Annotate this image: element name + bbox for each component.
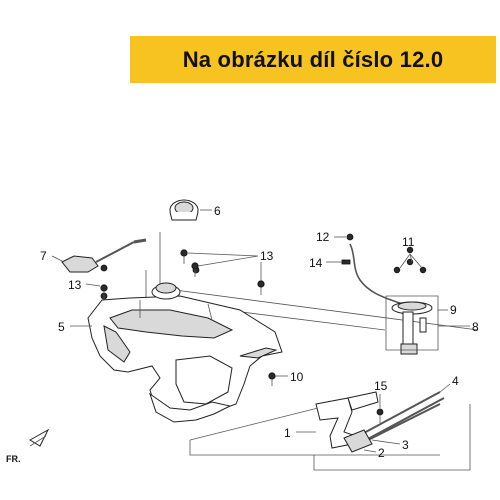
fuel-tank	[87, 266, 283, 423]
callout-7: 7	[40, 249, 47, 263]
bracket	[315, 391, 379, 449]
callout-1: 1	[284, 426, 291, 440]
callout-5: 5	[58, 320, 65, 334]
bolts-13	[100, 249, 265, 299]
callout-6: 6	[214, 204, 221, 218]
fuel-lines	[343, 391, 445, 453]
callout-13-right: 13	[260, 249, 274, 263]
callout-3: 3	[402, 438, 409, 452]
leader-lines	[51, 209, 470, 453]
front-label: FR.	[6, 454, 21, 464]
callout-12: 12	[316, 230, 330, 244]
banner-text: Na obrázku díl číslo 12.0	[182, 46, 444, 72]
callout-11: 11	[402, 235, 415, 249]
fuel-cap	[169, 199, 199, 221]
callout-10: 10	[290, 370, 304, 384]
breather-hose	[61, 238, 147, 273]
part-number-banner: Na obrázku díl číslo 12.0	[130, 36, 496, 83]
callout-8: 8	[472, 320, 479, 334]
callout-4: 4	[452, 374, 459, 388]
callout-2: 2	[378, 446, 385, 460]
callout-9: 9	[450, 303, 457, 317]
callout-13-left: 13	[68, 278, 82, 292]
fuel-pump-unit	[341, 233, 433, 355]
screw-10	[268, 372, 276, 386]
callout-14: 14	[309, 256, 323, 270]
front-direction-indicator: FR.	[6, 428, 50, 464]
callout-labels: 6 7 13 13 5 10 12 14 11 9 8 15 4 1 3 2	[40, 204, 479, 460]
callout-15: 15	[374, 379, 388, 393]
